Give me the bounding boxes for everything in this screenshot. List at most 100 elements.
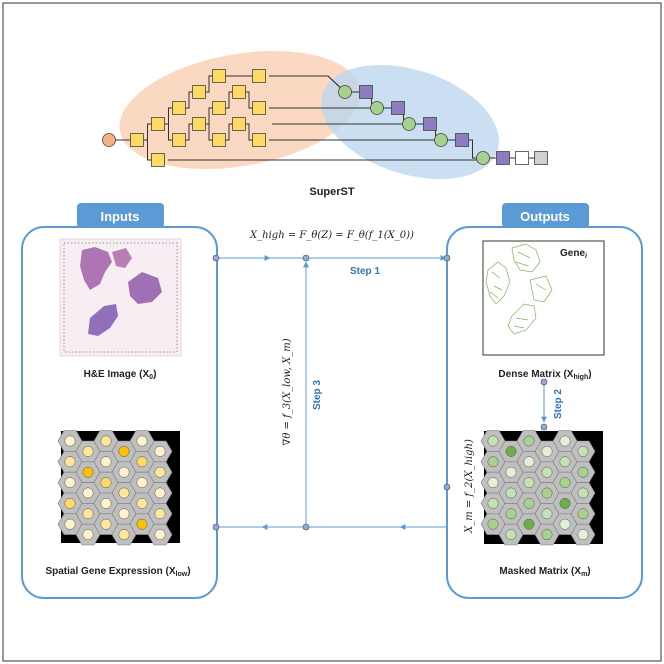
network-node xyxy=(232,85,246,99)
spot xyxy=(577,529,589,541)
spot xyxy=(154,487,166,499)
spot xyxy=(64,497,76,509)
spot xyxy=(505,529,517,541)
spot xyxy=(82,466,94,478)
spot xyxy=(541,466,553,478)
spot xyxy=(154,529,166,541)
spot xyxy=(487,435,499,447)
connector-dots xyxy=(212,254,548,531)
spot xyxy=(577,466,589,478)
spot xyxy=(118,445,130,457)
tissue-section-2 xyxy=(112,248,132,268)
network-node xyxy=(434,133,448,147)
spatial-label: Spatial Gene Expression (Xlow) xyxy=(45,566,190,578)
step1-label: Step 1 xyxy=(350,266,380,277)
spot xyxy=(118,529,130,541)
spot xyxy=(505,487,517,499)
spot xyxy=(487,456,499,468)
spot xyxy=(136,518,148,530)
spot xyxy=(559,497,571,509)
network-node xyxy=(252,133,266,147)
network-nodes xyxy=(102,69,548,167)
title: SuperST xyxy=(309,186,355,198)
network-node xyxy=(496,151,510,165)
network-node xyxy=(515,151,529,165)
spot xyxy=(523,435,535,447)
network-node xyxy=(338,85,352,99)
spot xyxy=(523,477,535,489)
spot xyxy=(82,487,94,499)
network-node xyxy=(151,117,165,131)
connectors xyxy=(216,255,547,530)
formula-top: X_high = F_θ(Z) = F_θ(f_1(X_0)) xyxy=(249,230,414,241)
network-node xyxy=(192,117,206,131)
outputs-tab xyxy=(502,203,589,228)
spot xyxy=(487,518,499,530)
spot xyxy=(82,445,94,457)
tissue-section-3 xyxy=(128,272,162,304)
spot xyxy=(487,497,499,509)
network-node xyxy=(252,101,266,115)
spot xyxy=(577,508,589,520)
step2-label: Step 2 xyxy=(553,389,564,419)
spot xyxy=(118,508,130,520)
spot xyxy=(577,445,589,457)
spot xyxy=(118,487,130,499)
dense-label: Dense Matrix (Xhigh) xyxy=(498,369,591,381)
network-node xyxy=(252,69,266,83)
spot xyxy=(154,445,166,457)
spot xyxy=(559,435,571,447)
tissue-section-4 xyxy=(88,304,118,336)
spot xyxy=(100,456,112,468)
network-node xyxy=(476,151,490,165)
spatial-hex-grid xyxy=(57,430,173,546)
formula-left: ∇θ = f_3(X_low, X_m) xyxy=(282,338,293,445)
spot xyxy=(100,497,112,509)
outputs-tab-label: Outputs xyxy=(520,209,570,224)
network-node xyxy=(232,117,246,131)
step3-label: Step 3 xyxy=(312,380,323,410)
spot xyxy=(64,518,76,530)
inputs-tab-label: Inputs xyxy=(101,209,140,224)
network-node xyxy=(212,101,226,115)
gene-label: Genei xyxy=(560,248,588,260)
spot xyxy=(523,518,535,530)
he-image-label: H&E Image (X0) xyxy=(84,369,157,381)
spot xyxy=(82,529,94,541)
spot xyxy=(136,456,148,468)
formula-right: X_m = f_2(X_high) xyxy=(464,439,475,534)
network-node xyxy=(130,133,144,147)
network-node xyxy=(151,153,165,167)
spot xyxy=(100,518,112,530)
spot xyxy=(154,466,166,478)
tissue-section-1 xyxy=(80,247,112,290)
masked-label: Masked Matrix (Xm) xyxy=(499,566,590,578)
spot xyxy=(154,508,166,520)
he-image xyxy=(59,238,182,357)
spot xyxy=(100,477,112,489)
spot xyxy=(136,477,148,489)
network-node xyxy=(359,85,373,99)
spot xyxy=(541,487,553,499)
network-node xyxy=(212,133,226,147)
spot xyxy=(541,529,553,541)
spot xyxy=(64,435,76,447)
inputs-tab xyxy=(77,203,164,228)
spot xyxy=(505,466,517,478)
spot xyxy=(541,508,553,520)
network-node xyxy=(402,117,416,131)
spot xyxy=(559,456,571,468)
network-node xyxy=(391,101,405,115)
spot xyxy=(505,508,517,520)
spot xyxy=(100,435,112,447)
gene-expression-image xyxy=(485,243,553,335)
dense-matrix xyxy=(482,240,605,356)
spot xyxy=(64,477,76,489)
spot xyxy=(136,497,148,509)
network-node xyxy=(102,133,116,147)
masked-hex-grid xyxy=(480,430,596,546)
network-graph xyxy=(102,50,548,180)
spot xyxy=(559,518,571,530)
spot xyxy=(523,497,535,509)
